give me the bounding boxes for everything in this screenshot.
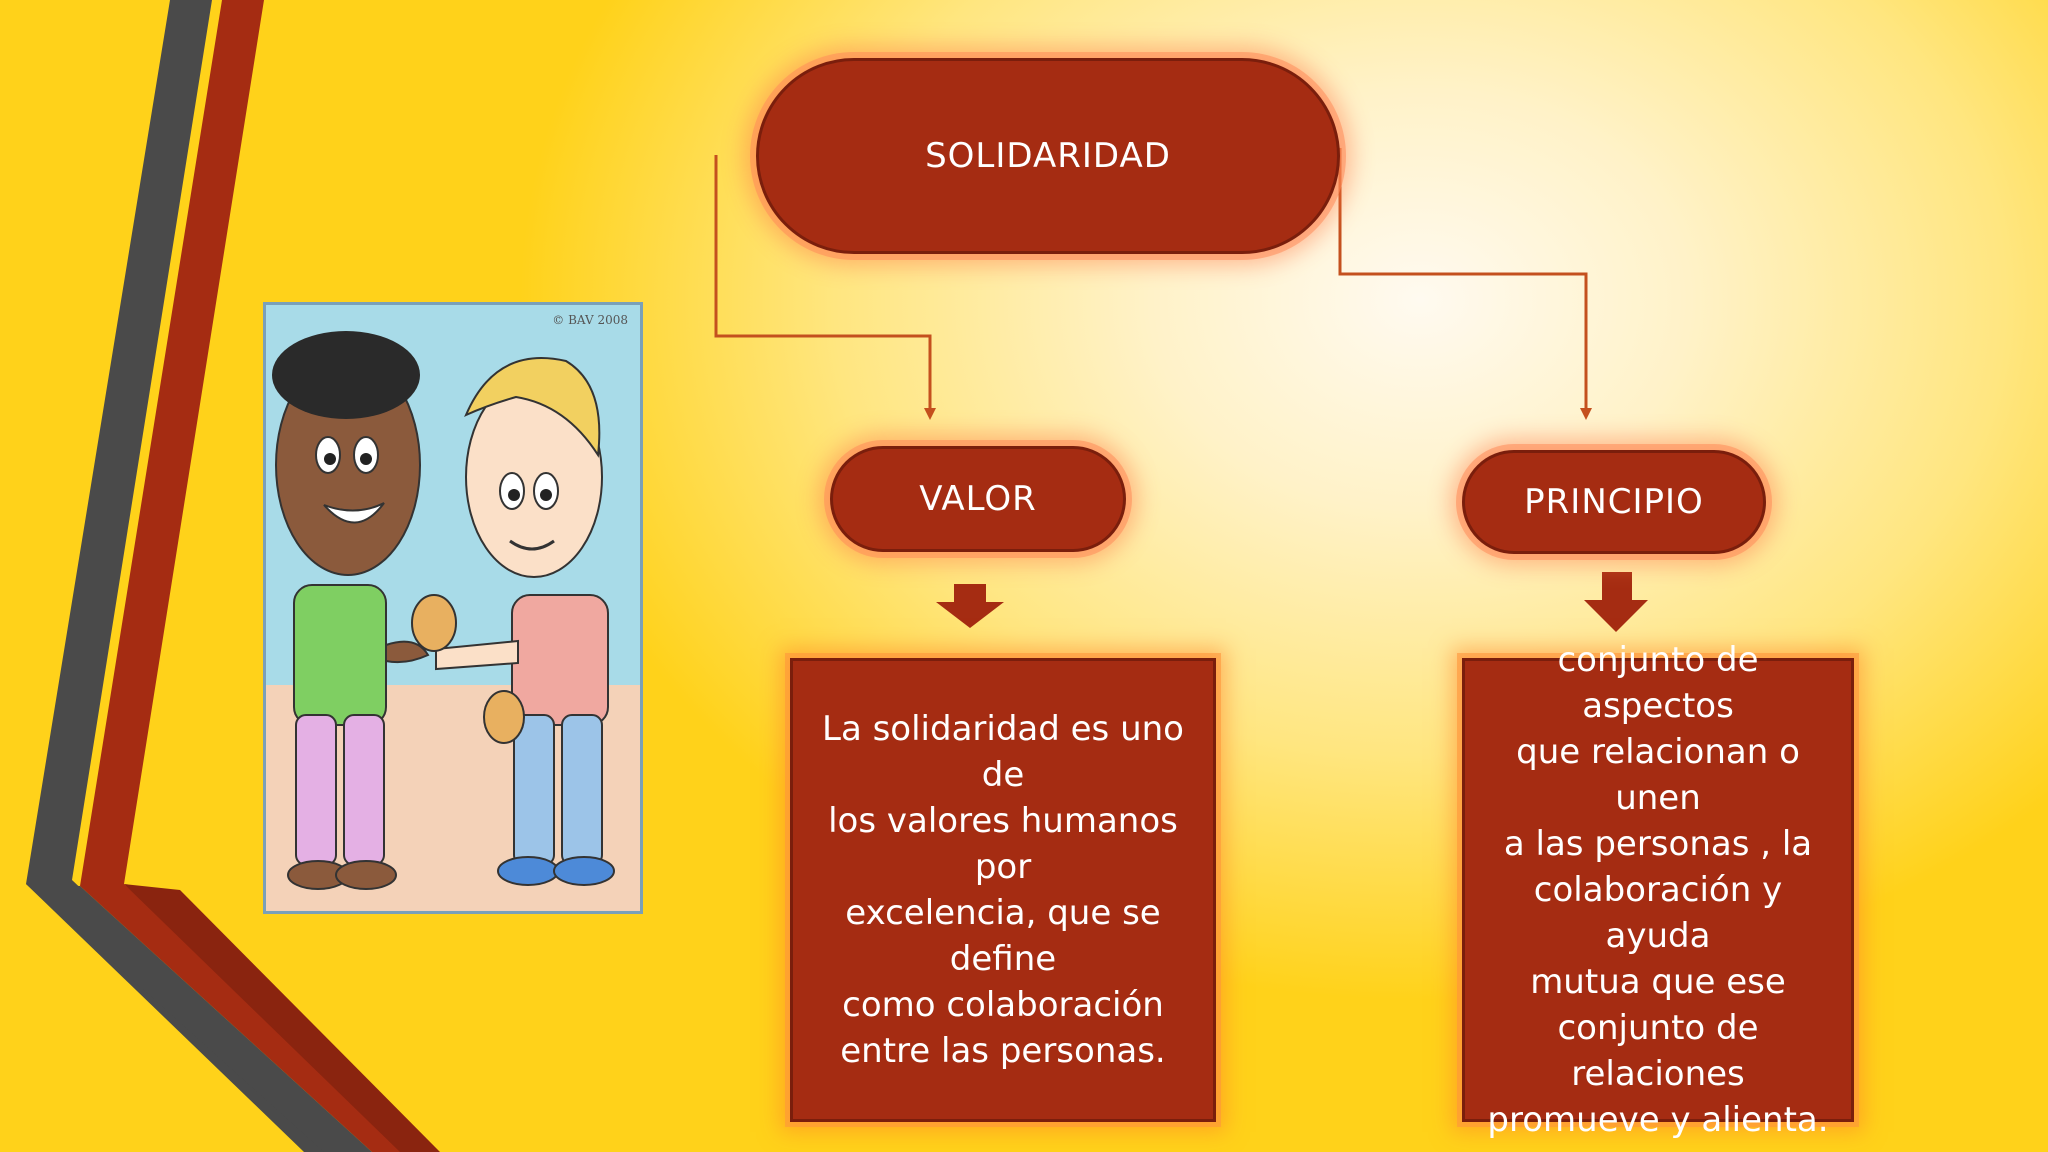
illustration-copyright: © BAV 2008 [552,313,628,327]
down-arrow-valor [936,584,1004,628]
definition-box-principio: conjunto de aspectos que relacionan o un… [1462,640,1854,1140]
branch-label-principio: PRINCIPIO [1524,482,1704,522]
illustration-children-sharing: © BAV 2008 [263,302,643,914]
definition-box-valor: La solidaridad es uno de los valores hum… [790,658,1216,1122]
stripe-dark-gray [26,0,360,1152]
branch-label-valor: VALOR [919,479,1037,519]
branch-node-valor: VALOR [830,446,1126,552]
connector-to-valor [714,155,932,412]
connectors [714,148,1592,420]
connector-to-principio [1338,148,1588,412]
definition-text-principio: conjunto de aspectos que relacionan o un… [1487,640,1829,1140]
connector-arrowhead-valor [924,408,936,420]
child-left-figure [272,331,430,890]
down-arrow-principio [1584,572,1648,632]
stripe-gray-lower [26,884,372,1152]
child-right-figure [411,357,615,886]
connector-arrowhead-principio [1580,408,1592,420]
children-sharing-drawing [266,305,640,911]
definition-text-valor: La solidaridad es uno de los valores hum… [822,709,1184,1071]
stripe-red-lower [124,884,440,1152]
concept-title-node: SOLIDARIDAD [756,58,1340,254]
decorative-stripes [26,0,440,1152]
stripe-red [80,0,420,1152]
concept-title-label: SOLIDARIDAD [925,136,1171,176]
branch-node-principio: PRINCIPIO [1462,450,1766,554]
